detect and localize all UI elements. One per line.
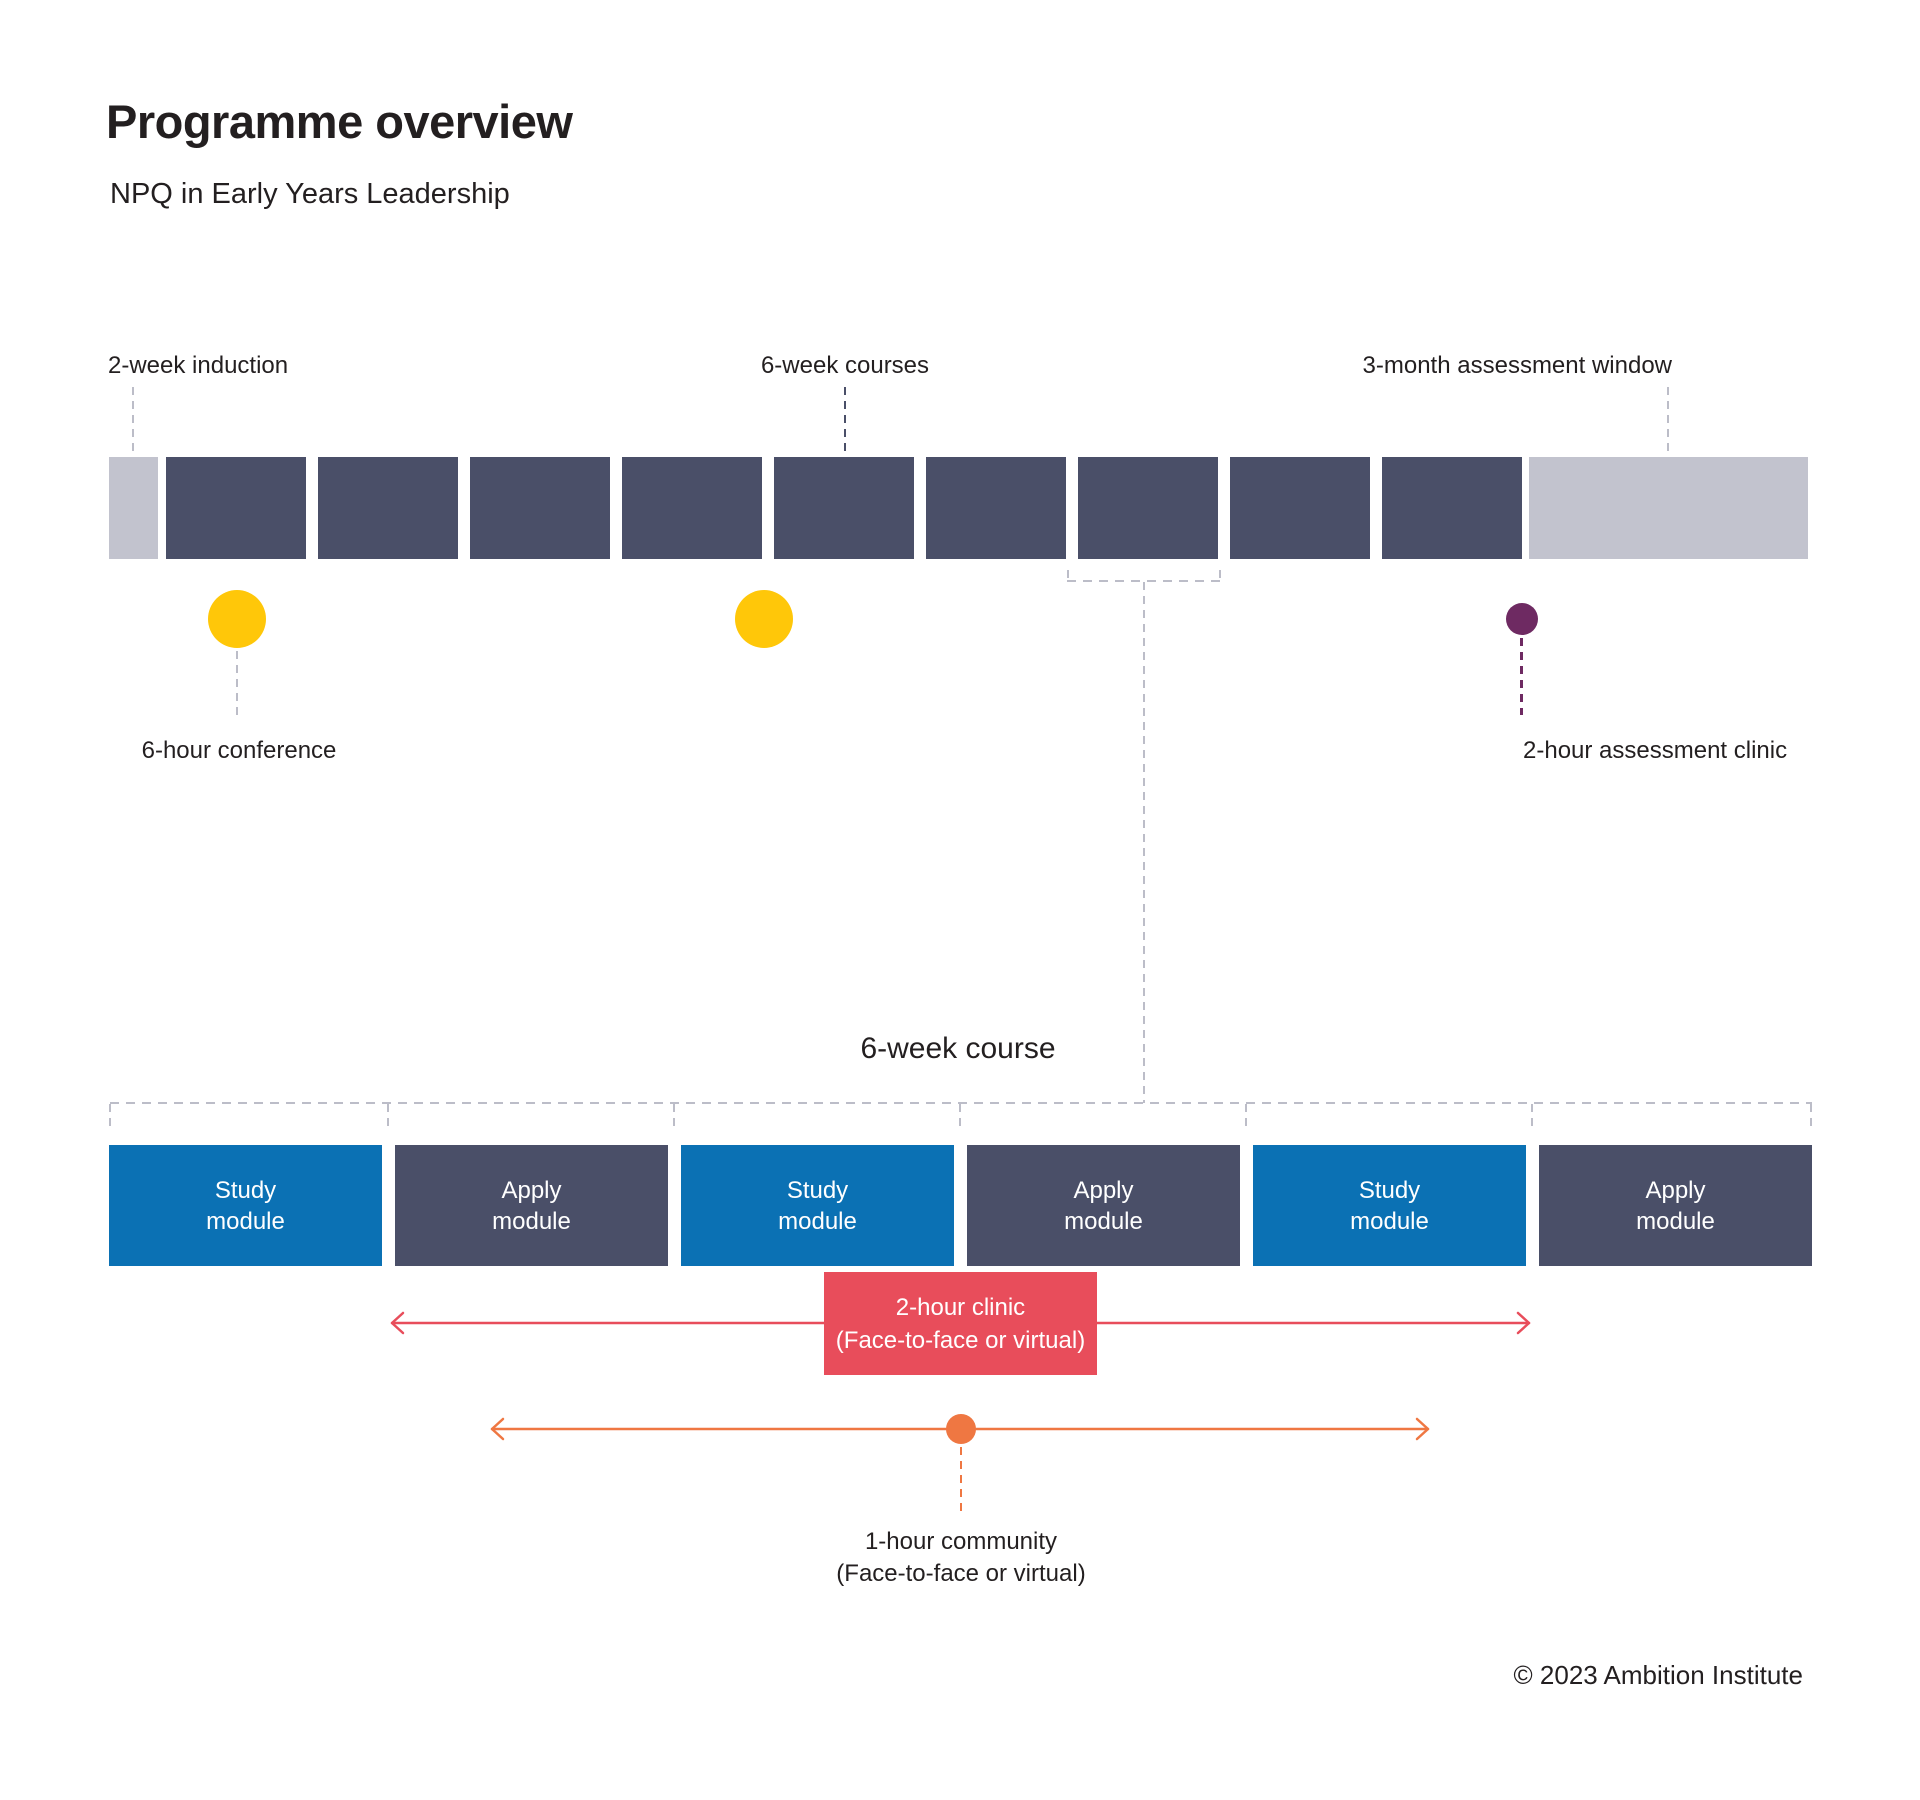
module-label-line: module [1636, 1207, 1715, 1235]
course-block-2 [318, 457, 458, 559]
module-label-line: Study [214, 1176, 277, 1204]
induction-connector-line [132, 387, 134, 456]
induction-label: 2-week induction [108, 352, 289, 379]
conference-label: 6-hour conference [141, 737, 337, 764]
clinic-label-line: (Face-to-face or virtual) [835, 1326, 1086, 1354]
detail-tick-7 [1810, 1104, 1812, 1128]
module-label-line: Study [786, 1176, 849, 1204]
course-block-6 [926, 457, 1066, 559]
detail-tick-4 [959, 1104, 961, 1128]
conference-dot-1 [208, 590, 266, 648]
detail-bracket-line [110, 1102, 1812, 1104]
community-dot [946, 1414, 976, 1444]
assessment-window-label: 3-month assessment window [1362, 352, 1672, 379]
conference-connector-line [236, 651, 238, 717]
page-subtitle: NPQ in Early Years Leadership [110, 178, 510, 210]
detail-tick-3 [673, 1104, 675, 1128]
induction-block [109, 457, 158, 559]
apply-module-box: Apply module [1539, 1145, 1812, 1266]
community-label: 1-hour community (Face-to-face or virtua… [836, 1526, 1085, 1590]
community-connector-line [960, 1447, 962, 1511]
courses-label: 6-week courses [760, 352, 930, 379]
assessment-clinic-label: 2-hour assessment clinic [1523, 737, 1788, 764]
module-label-line: Apply [501, 1176, 562, 1204]
six-week-course-heading: 6-week course [860, 1032, 1056, 1065]
course-bracket-drop-line [1143, 582, 1145, 1103]
clinic-label-line: 2-hour clinic [895, 1293, 1026, 1321]
course-bracket-right-tick [1219, 570, 1221, 580]
module-label-line: module [206, 1207, 285, 1235]
course-bracket-line [1067, 580, 1221, 582]
assessment-window-block [1529, 457, 1808, 559]
module-label-line: module [1350, 1207, 1429, 1235]
detail-tick-5 [1245, 1104, 1247, 1128]
assessment-connector-line [1667, 387, 1669, 456]
study-module-box: Study module [681, 1145, 954, 1266]
page-title: Programme overview [106, 95, 573, 148]
conference-dot-2 [735, 590, 793, 648]
study-module-box: Study module [1253, 1145, 1526, 1266]
module-label-line: Apply [1073, 1176, 1134, 1204]
course-block-8 [1230, 457, 1370, 559]
module-label-line: Study [1358, 1176, 1421, 1204]
community-label-line: (Face-to-face or virtual) [836, 1560, 1086, 1587]
module-label-line: module [1064, 1207, 1143, 1235]
copyright-text: © 2023 Ambition Institute [1513, 1660, 1803, 1690]
course-block-7 [1078, 457, 1218, 559]
module-label-line: module [492, 1207, 571, 1235]
course-block-4 [622, 457, 762, 559]
clinic-box: 2-hour clinic (Face-to-face or virtual) [824, 1272, 1097, 1375]
apply-module-box: Apply module [395, 1145, 668, 1266]
module-label-line: module [778, 1207, 857, 1235]
module-label-line: Apply [1645, 1176, 1706, 1204]
detail-tick-1 [109, 1104, 111, 1128]
community-label-line: 1-hour community [864, 1528, 1058, 1555]
detail-tick-6 [1531, 1104, 1533, 1128]
courses-connector-line [844, 387, 846, 456]
assessment-clinic-connector-line [1520, 638, 1523, 715]
study-module-box: Study module [109, 1145, 382, 1266]
course-block-1 [166, 457, 306, 559]
course-bracket-left-tick [1067, 570, 1069, 580]
apply-module-box: Apply module [967, 1145, 1240, 1266]
assessment-clinic-dot [1506, 603, 1538, 635]
course-block-5 [774, 457, 914, 559]
detail-tick-2 [387, 1104, 389, 1128]
course-block-9 [1382, 457, 1522, 559]
course-block-3 [470, 457, 610, 559]
